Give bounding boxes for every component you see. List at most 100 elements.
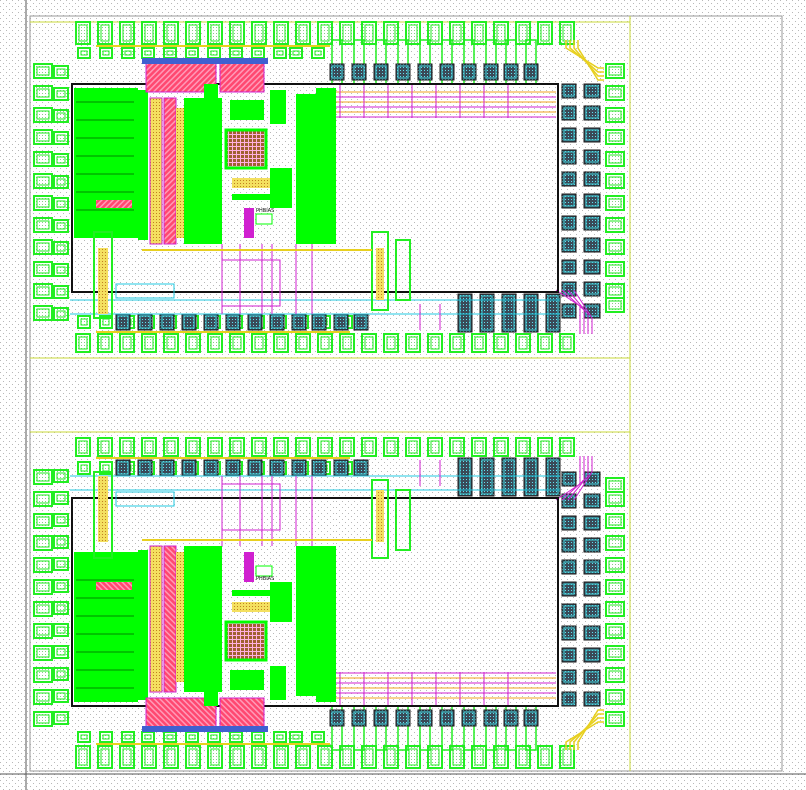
pad-outline — [53, 491, 69, 505]
bond-pad — [605, 477, 625, 493]
via-block — [561, 303, 577, 319]
pad-inner — [474, 336, 484, 350]
bond-pad — [273, 21, 289, 45]
via-body — [483, 63, 499, 81]
via-body — [561, 471, 577, 487]
pad-outline — [53, 197, 69, 211]
bond-pad — [53, 623, 69, 637]
pad-inner — [36, 110, 50, 120]
bond-pad — [605, 129, 625, 145]
pad-inner — [474, 24, 484, 42]
via-block — [395, 63, 411, 81]
via-body — [561, 105, 577, 121]
via-block — [115, 459, 131, 477]
via-block — [457, 293, 473, 333]
via-block — [479, 293, 495, 333]
pad-inner — [36, 132, 50, 142]
pad-inner — [298, 748, 308, 766]
bond-pad — [405, 21, 421, 45]
via-block — [561, 193, 577, 209]
bond-pad — [361, 745, 377, 769]
pad-inner — [210, 440, 220, 454]
bond-pad — [53, 711, 69, 725]
via-body — [501, 293, 517, 333]
via-block — [583, 237, 601, 253]
metal-block-left — [74, 88, 138, 238]
pad-inner — [408, 748, 418, 766]
pad-inner — [56, 266, 66, 274]
bond-pad — [493, 21, 509, 45]
bond-pad — [207, 21, 223, 45]
via-inner — [563, 239, 575, 251]
bond-pad — [493, 437, 509, 457]
via-inner — [353, 65, 365, 79]
bond-pad — [229, 47, 243, 59]
hatch-column — [163, 97, 177, 245]
via-block — [523, 293, 539, 333]
bond-pad — [163, 21, 179, 45]
via-block — [333, 459, 349, 477]
bond-pad — [295, 21, 311, 45]
via-block — [523, 709, 539, 727]
via-block — [561, 647, 577, 663]
via-inner — [585, 649, 599, 661]
bond-pad — [33, 579, 53, 595]
capacitor — [224, 128, 268, 170]
pad-inner — [56, 582, 66, 590]
cyan-box — [115, 283, 175, 299]
pad-outline — [273, 47, 287, 59]
bond-pad — [53, 285, 69, 299]
bond-pad — [605, 601, 625, 617]
via-block — [583, 471, 601, 487]
via-body — [373, 709, 389, 727]
pad-inner — [496, 336, 506, 350]
bond-pad — [229, 745, 245, 769]
core-boundary — [71, 83, 559, 293]
pad-outline — [53, 667, 69, 681]
bond-pad — [605, 579, 625, 595]
bond-pad — [185, 47, 199, 59]
via-body — [583, 669, 601, 685]
bond-pad — [53, 689, 69, 703]
bond-pad — [559, 333, 575, 353]
via-block — [291, 313, 307, 331]
via-inner — [503, 459, 515, 495]
pad-outline — [53, 601, 69, 615]
bond-pad — [251, 745, 267, 769]
bond-pad — [77, 315, 91, 329]
bond-pad — [383, 21, 399, 45]
pad-inner — [276, 24, 286, 42]
pad-inner — [56, 560, 66, 568]
bond-pad — [493, 333, 509, 353]
via-block — [583, 303, 601, 319]
via-block — [159, 459, 175, 477]
bond-pad — [449, 333, 465, 353]
bond-pad — [251, 21, 267, 45]
via-inner — [563, 85, 575, 97]
pad-outline — [273, 731, 287, 743]
via-body — [545, 457, 561, 497]
hatch-column — [176, 552, 184, 682]
via-inner — [419, 65, 431, 79]
bond-pad — [273, 437, 289, 457]
pad-inner — [276, 748, 286, 766]
via-body — [561, 259, 577, 275]
bond-pad — [33, 305, 53, 321]
via-inner — [563, 107, 575, 119]
pad-inner — [608, 648, 622, 658]
via-block — [115, 313, 131, 331]
pad-inner — [408, 24, 418, 42]
pad-inner — [210, 50, 218, 56]
pad-inner — [254, 24, 264, 42]
pad-inner — [166, 24, 176, 42]
via-inner — [441, 711, 453, 725]
bond-pad — [53, 131, 69, 145]
diagonal-route — [561, 289, 585, 334]
pad-inner — [452, 440, 462, 454]
pad-outline — [53, 307, 69, 321]
pad-inner — [210, 24, 220, 42]
pad-inner — [608, 110, 622, 120]
pad-outline — [163, 731, 177, 743]
